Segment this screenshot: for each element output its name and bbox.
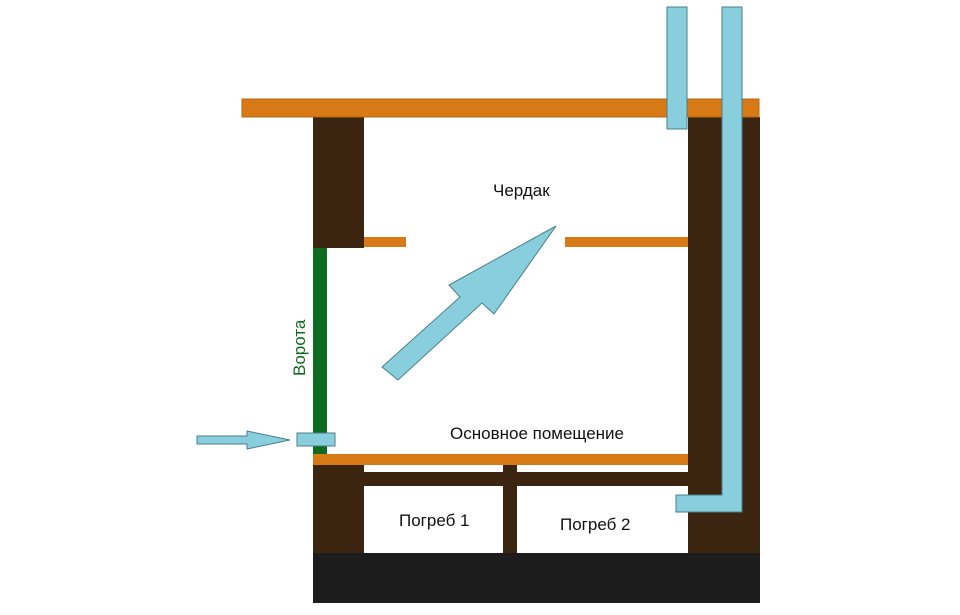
cellar-beam (364, 472, 688, 486)
gate (313, 248, 327, 454)
left-wall-lower (313, 465, 364, 553)
attic-floor-left (364, 237, 406, 247)
attic-vent-pipe (666, 6, 688, 130)
exhaust-duct (675, 6, 743, 513)
foundation (313, 553, 760, 603)
main-room-label: Основное помещение (450, 424, 624, 443)
cellar-1-label: Погреб 1 (399, 511, 470, 530)
cellar-divider-post (503, 465, 517, 553)
main-floor (313, 454, 688, 465)
intake-vent (296, 432, 336, 447)
arrow-right-icon (196, 430, 291, 450)
arrow-up-right-icon (381, 225, 557, 381)
attic-floor-right (565, 237, 688, 247)
left-wall-upper (313, 117, 364, 248)
roof-beam (241, 98, 760, 118)
gate-label: Ворота (290, 319, 309, 376)
attic-label: Чердак (493, 181, 550, 200)
cellar-2-label: Погреб 2 (560, 515, 631, 534)
